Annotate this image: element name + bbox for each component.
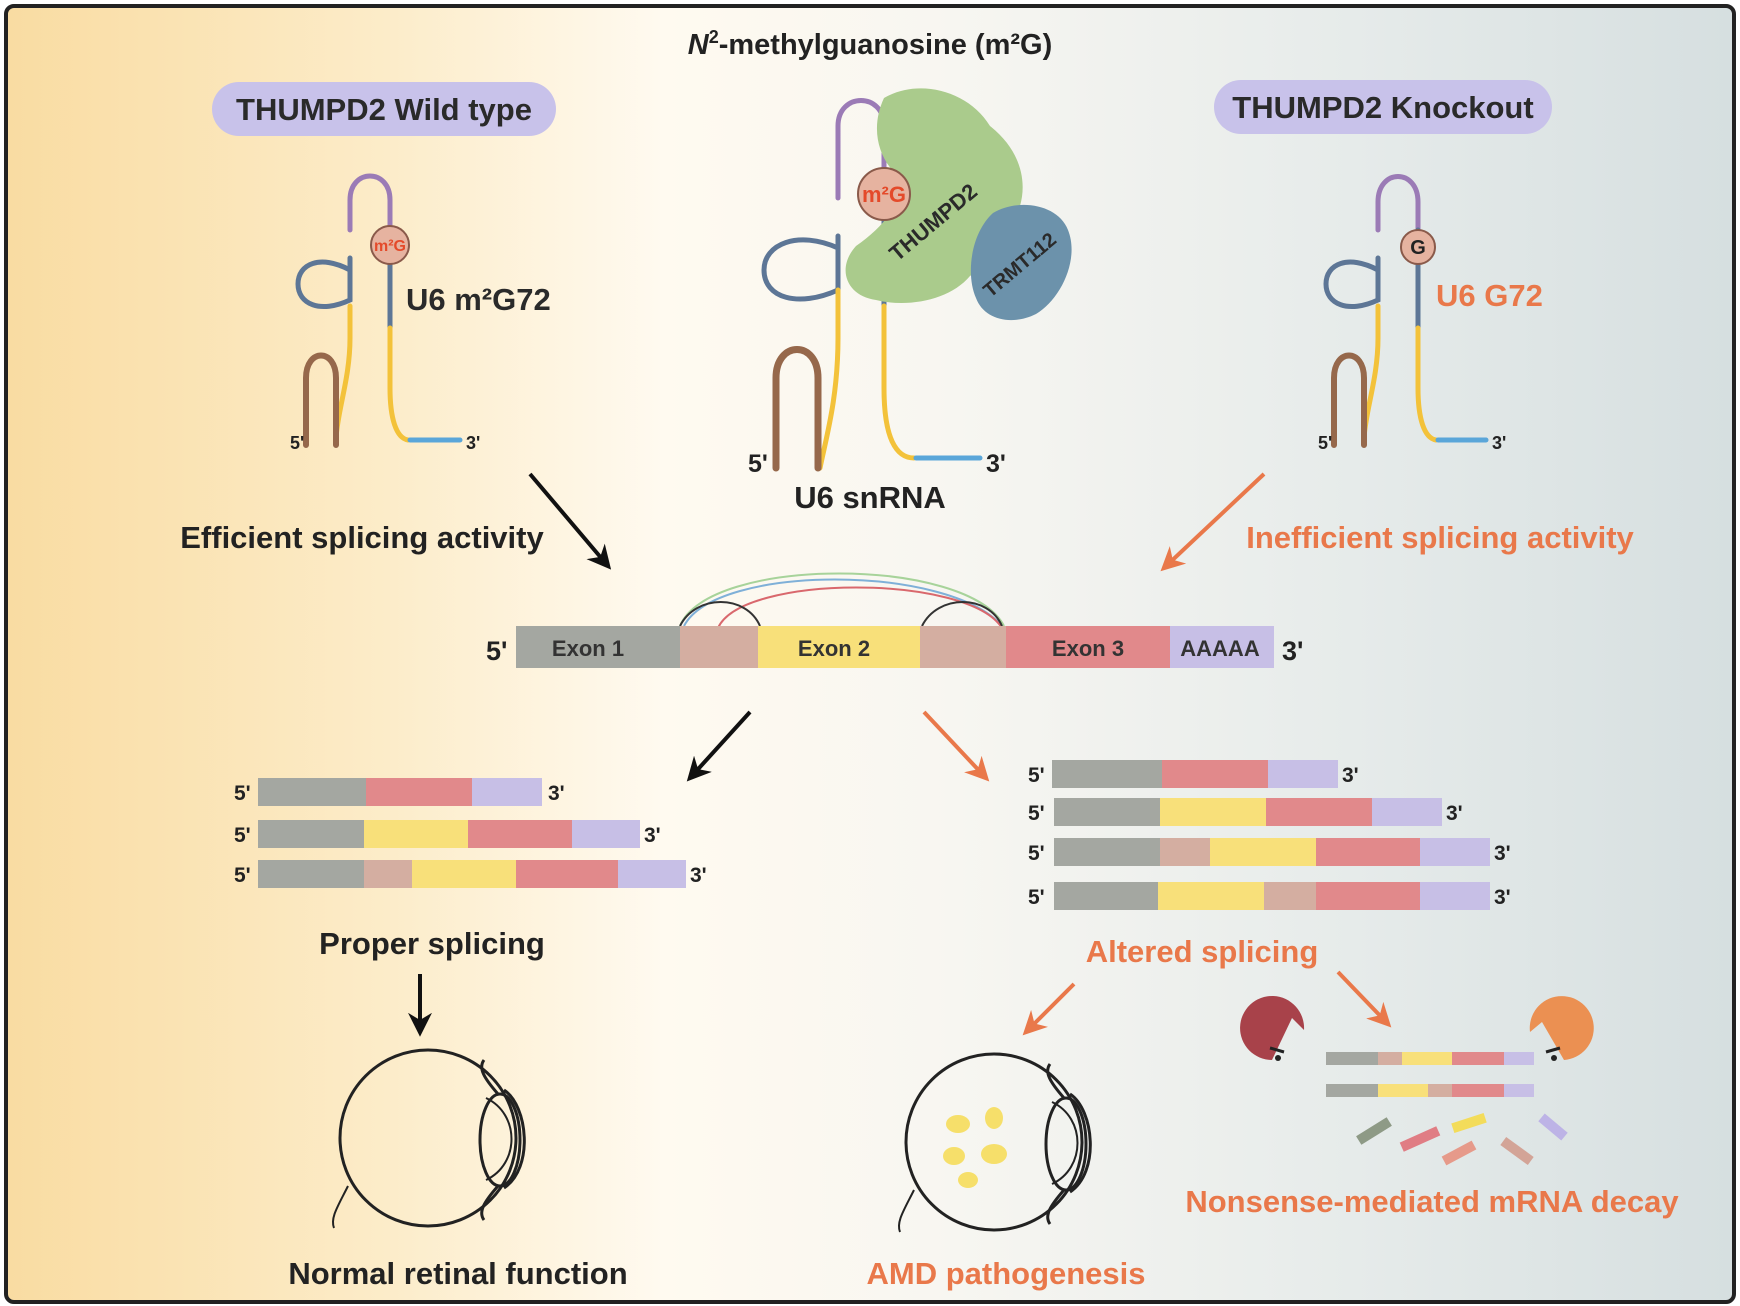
nmd-label: Nonsense-mediated mRNA decay xyxy=(1185,1184,1679,1219)
inefficient-label: Inefficient splicing activity xyxy=(1246,520,1634,555)
polya-label: AAAAA xyxy=(1180,636,1260,661)
pre-mrna xyxy=(516,572,1274,668)
exon1-label: Exon 1 xyxy=(552,636,624,661)
rna-fragment xyxy=(1538,1113,1568,1141)
exon2-label: Exon 2 xyxy=(798,636,870,661)
p1-5prime: 5' xyxy=(234,782,251,805)
normal-label: Normal retinal function xyxy=(288,1256,627,1291)
a3-3prime: 3' xyxy=(1494,842,1511,865)
p2-3prime: 3' xyxy=(644,824,661,847)
proper-isoform-2 xyxy=(258,820,640,848)
decaying-mrna-2 xyxy=(1326,1084,1534,1097)
rna-fragment xyxy=(1356,1117,1392,1145)
a2-5prime: 5' xyxy=(1028,802,1045,825)
center-3prime: 3' xyxy=(986,450,1006,478)
amd-eye-icon xyxy=(898,1052,1092,1233)
center-rna-label: U6 snRNA xyxy=(794,480,946,515)
drusen-deposit xyxy=(958,1172,978,1188)
altered-isoform-4 xyxy=(1054,882,1490,910)
a2-3prime: 3' xyxy=(1446,802,1463,825)
normal-eye-icon xyxy=(332,1048,526,1229)
wt-3prime: 3' xyxy=(466,433,480,453)
diagram-canvas: N2-methylguanosine (m²G) THUMPD2 Wild ty… xyxy=(180,27,1679,1291)
figure-title: N2-methylguanosine (m²G) xyxy=(688,27,1052,61)
ko-u6-structure xyxy=(1323,174,1489,448)
proper-isoforms xyxy=(258,778,686,888)
p3-3prime: 3' xyxy=(690,864,707,887)
proper-isoform-1 xyxy=(258,778,542,806)
pre-mrna-3prime: 3' xyxy=(1282,636,1303,666)
a3-5prime: 5' xyxy=(1028,842,1045,865)
altered-isoforms xyxy=(1052,760,1490,910)
nmd-illustration xyxy=(1240,996,1594,1166)
amd-label: AMD pathogenesis xyxy=(866,1256,1145,1291)
efficient-arrow xyxy=(528,472,612,570)
rna-fragment xyxy=(1500,1136,1534,1166)
rna-fragment xyxy=(1451,1112,1487,1134)
altered-label: Altered splicing xyxy=(1086,934,1319,969)
trmt112-cofactor: TRMT112 xyxy=(970,204,1072,321)
altered-isoform-2 xyxy=(1054,798,1442,826)
ko-5prime: 5' xyxy=(1318,433,1332,453)
degrader-right-icon xyxy=(1529,996,1594,1060)
knockout-pill: THUMPD2 Knockout xyxy=(1214,80,1552,134)
a1-5prime: 5' xyxy=(1028,764,1045,787)
amd-arrow xyxy=(1022,982,1076,1036)
proper-label: Proper splicing xyxy=(319,926,545,961)
decaying-mrna-1 xyxy=(1326,1052,1534,1065)
pre-mrna-5prime: 5' xyxy=(486,636,507,666)
a1-3prime: 3' xyxy=(1342,764,1359,787)
rna-fragment xyxy=(1399,1126,1441,1152)
figure-frame: N2-methylguanosine (m²G) THUMPD2 Wild ty… xyxy=(4,4,1736,1304)
p3-5prime: 5' xyxy=(234,864,251,887)
drusen-deposit xyxy=(985,1107,1003,1129)
drusen-deposit xyxy=(943,1147,965,1165)
wt-5prime: 5' xyxy=(290,433,304,453)
wt-mod-label: m²G xyxy=(374,238,406,255)
drusen-deposit xyxy=(946,1115,970,1133)
nmd-arrow xyxy=(1336,970,1392,1028)
proper-isoform-3 xyxy=(258,860,686,888)
drusen-deposit xyxy=(981,1144,1007,1164)
center-mod-label: m²G xyxy=(862,182,906,207)
altered-branch-arrow xyxy=(922,710,990,782)
p2-5prime: 5' xyxy=(234,824,251,847)
degrader-left-icon xyxy=(1240,996,1305,1060)
svg-text:THUMPD2 Wild type: THUMPD2 Wild type xyxy=(236,92,532,127)
proper-branch-arrow xyxy=(686,710,752,782)
a4-3prime: 3' xyxy=(1494,886,1511,909)
ko-3prime: 3' xyxy=(1492,433,1506,453)
altered-isoform-3 xyxy=(1054,838,1490,866)
efficient-label: Efficient splicing activity xyxy=(180,520,544,555)
svg-text:THUMPD2 Knockout: THUMPD2 Knockout xyxy=(1232,90,1533,125)
exon3-label: Exon 3 xyxy=(1052,636,1124,661)
p1-3prime: 3' xyxy=(548,782,565,805)
wt-u6-structure xyxy=(295,173,463,448)
ko-mod-label: G xyxy=(1410,237,1426,259)
altered-isoform-1 xyxy=(1052,760,1338,788)
a4-5prime: 5' xyxy=(1028,886,1045,909)
wild-type-pill: THUMPD2 Wild type xyxy=(212,82,556,136)
rna-fragment xyxy=(1441,1140,1477,1166)
ko-rna-label: U6 G72 xyxy=(1436,278,1543,313)
center-5prime: 5' xyxy=(748,450,768,478)
center-mod-circle xyxy=(857,167,911,221)
inefficient-arrow xyxy=(1160,472,1266,572)
wt-rna-label: U6 m²G72 xyxy=(406,282,551,317)
